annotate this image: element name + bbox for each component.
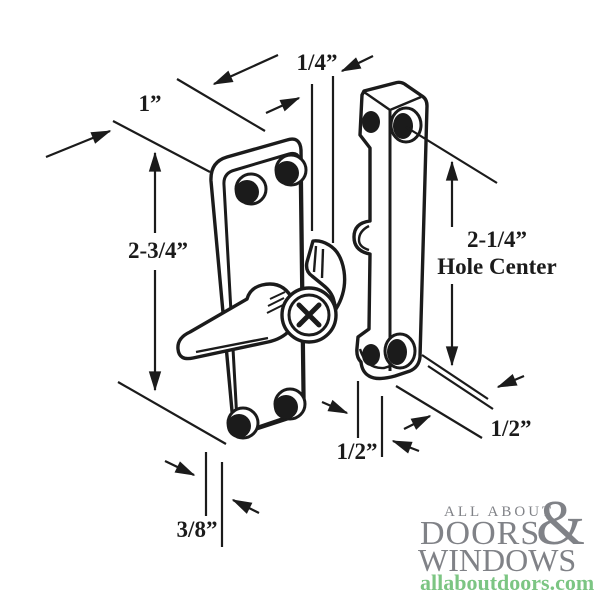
dim-keeper-edge-hole-lines <box>395 374 525 439</box>
dimension-label-plate-height: 2-3/4” <box>127 238 189 263</box>
keeper-hole-top-large <box>389 106 423 144</box>
dim-hole-center-lines <box>405 126 498 410</box>
dimension-label-hole-center-caption: Hole Center <box>437 254 557 279</box>
screw-hole-bottom-left <box>226 406 260 440</box>
latch-lever <box>176 282 296 361</box>
latch-body <box>209 137 308 440</box>
keeper-hole-bottom-large <box>383 332 417 370</box>
dimension-label-plate-width: 1” <box>138 91 162 116</box>
dim-plate-thickness-lines <box>164 452 260 547</box>
keeper-hole-top-small <box>362 111 380 133</box>
latch-hook <box>304 239 347 311</box>
keeper-body <box>352 80 429 381</box>
dimension-label-keeper-width: 1/2” <box>336 439 378 464</box>
dimension-label-edge-to-hole: 1/2” <box>490 416 532 441</box>
dimension-label-plate-thickness: 3/8” <box>176 517 218 542</box>
dim-plate-width-lines <box>45 53 279 173</box>
logo-all-about: ALL ABOUT <box>444 504 555 520</box>
dimension-label-hook-offset: 1/4” <box>296 50 338 75</box>
dimension-label-hole-spacing: 2-1/4” <box>466 227 528 252</box>
dim-keeper-width-lines <box>321 381 420 457</box>
dim-plate-height-lines <box>117 151 227 445</box>
screw-hole-top-right <box>274 153 308 187</box>
logo-doors: DOORS <box>420 515 541 552</box>
keeper-tab <box>357 224 370 252</box>
logo-ampersand-icon: & <box>536 488 586 558</box>
screw-hole-bottom-right <box>273 387 307 421</box>
dim-hook-offset-lines <box>265 55 374 243</box>
phillips-screw-icon <box>296 302 322 328</box>
keeper-hole-bottom-small <box>362 344 380 366</box>
logo-windows: WINDOWS <box>418 542 577 578</box>
logo-website-url: allaboutdoors.com <box>420 570 595 595</box>
latch-pivot-screw <box>280 286 338 344</box>
screw-hole-top-left <box>234 172 268 206</box>
